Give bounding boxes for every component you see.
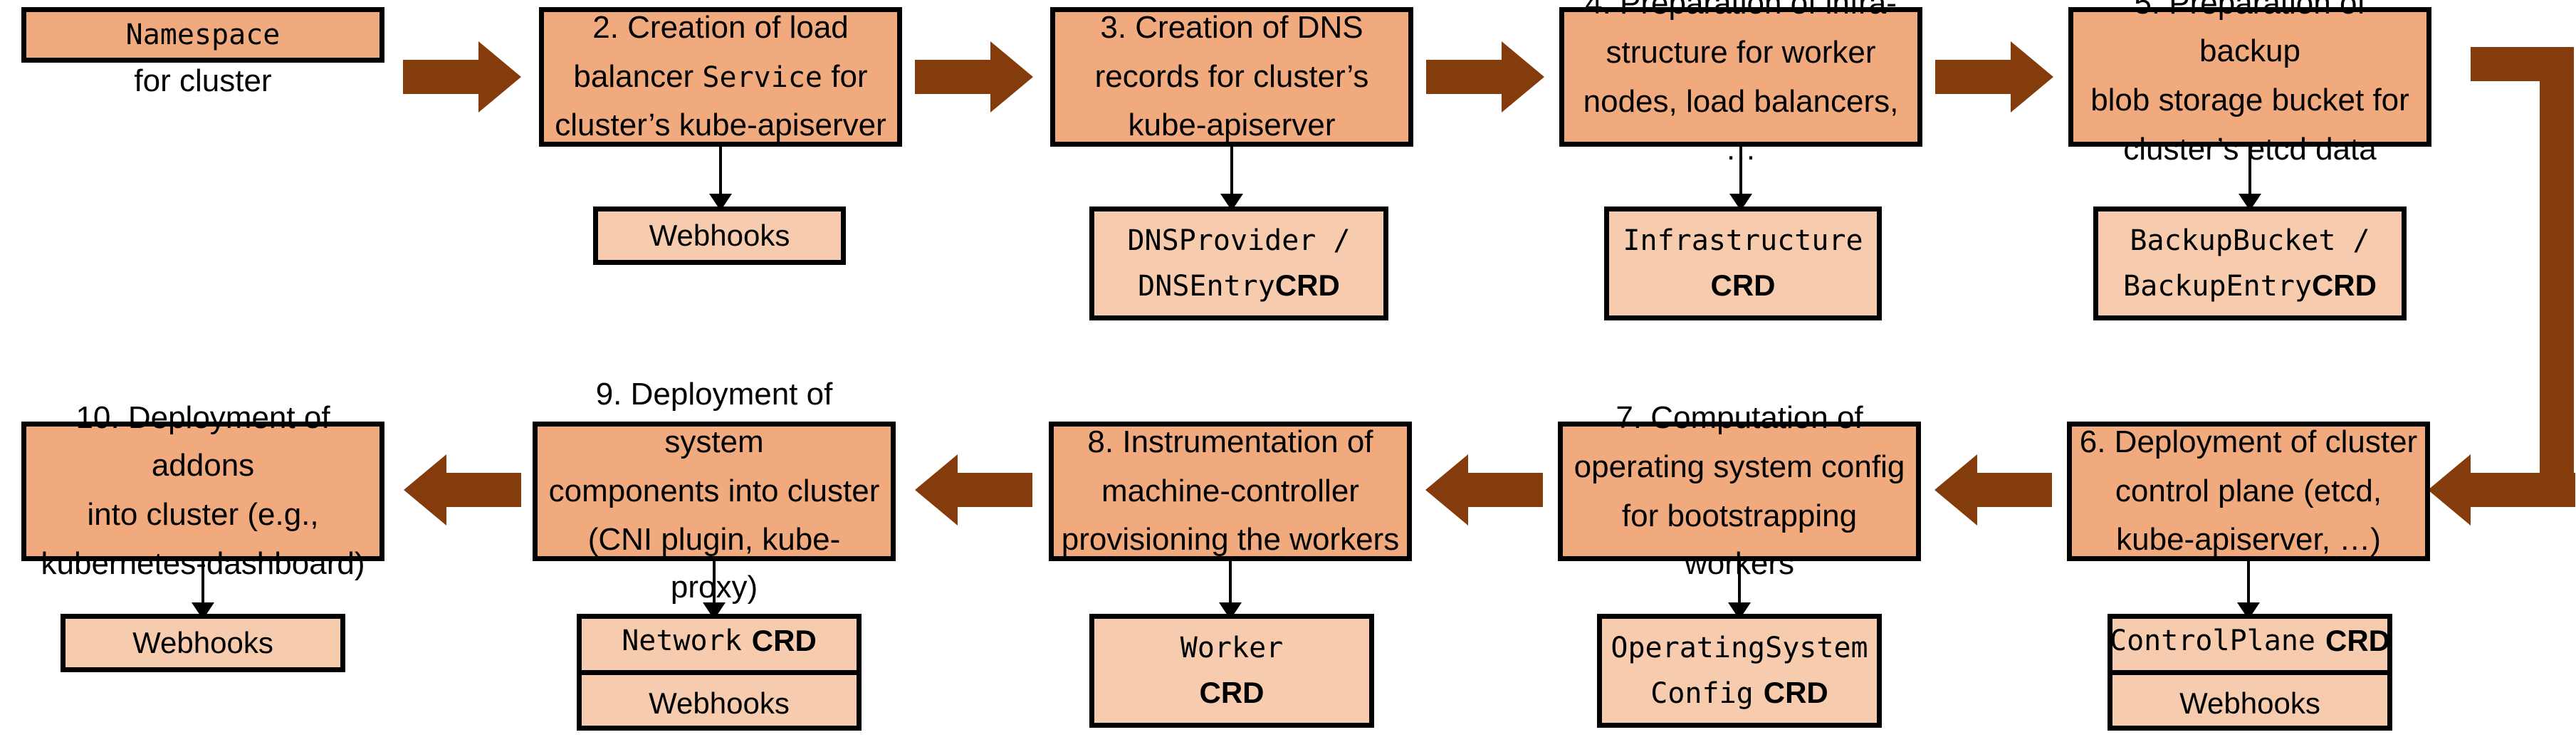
connector-step8	[1229, 561, 1232, 611]
flow-arrow-9-to-10	[404, 454, 521, 526]
connector-step4	[1739, 147, 1742, 204]
step-5-line-1: 5. Preparation of backup	[2134, 0, 2366, 69]
sub-box-step9-network[interactable]: Network CRD Webhooks	[577, 614, 862, 731]
step-2-frag-c: for	[822, 58, 868, 94]
sub-cell-infrastructure-crd: Infrastructure CRD	[1609, 211, 1877, 315]
sub-cell-step6-webhooks: Webhooks	[2112, 669, 2387, 733]
osc-crd-tag: CRD	[1763, 675, 1828, 709]
sub-cell-controlplane-crd: ControlPlane CRD	[2110, 612, 2390, 670]
step-3-line-1: 3. Creation of DNS	[1100, 9, 1363, 45]
step-box-8[interactable]: 8. Instrumentation of machine-controller…	[1049, 422, 1412, 561]
step-box-3[interactable]: 3. Creation of DNS records for cluster’s…	[1050, 7, 1413, 147]
step-4-line-1: 4. Preparation of infra-	[1585, 0, 1897, 21]
step-3-line-3: kube-apiserver	[1128, 108, 1336, 143]
osc-crd-line-2: Config CRD	[1650, 672, 1828, 715]
backup-crd-name-2: BackupEntry	[2123, 269, 2312, 303]
sub-box-step3-dns-crd[interactable]: DNSProvider / DNSEntryCRD	[1089, 207, 1388, 320]
step-6-line-1: 6. Deployment of cluster	[2079, 424, 2418, 459]
worker-crd-tag: CRD	[1199, 675, 1265, 709]
dns-crd-line-2: DNSEntryCRD	[1138, 264, 1340, 308]
step-1-line-2: Namespace	[125, 18, 281, 51]
step-9-line-1: 9. Deployment of system	[595, 376, 833, 459]
connector-step5	[2248, 147, 2251, 204]
sub-cell-network-crd: Network CRD	[582, 612, 857, 670]
worker-crd-name: Worker	[1180, 631, 1284, 664]
sub-box-step8-worker-crd[interactable]: Worker CRD	[1089, 614, 1374, 728]
osc-crd-line-1: OperatingSystem	[1611, 631, 1868, 664]
step-8-line-3: provisioning the workers	[1061, 522, 1400, 558]
network-crd-tag: CRD	[751, 623, 817, 657]
step-6-line-2: control plane (etcd,	[2115, 473, 2382, 508]
step-box-2[interactable]: 2. Creation of load balancer Service for…	[539, 7, 902, 147]
network-crd-name: Network	[622, 625, 742, 658]
backup-crd-line-2: BackupEntryCRD	[2123, 264, 2377, 308]
step-10-line-1: 10. Deployment of addons	[75, 400, 330, 484]
connector-step7	[1738, 561, 1741, 611]
step-box-10[interactable]: 10. Deployment of addons into cluster (e…	[21, 400, 384, 581]
sub-box-step7-osc-crd[interactable]: OperatingSystem Config CRD	[1597, 614, 1882, 728]
connector-step2	[719, 147, 722, 204]
step-5-line-2: blob storage bucket for	[2090, 83, 2409, 117]
dns-crd-tag: CRD	[1274, 268, 1340, 302]
flow-arrow-4-to-5	[1935, 41, 2053, 113]
sub-box-step5-backup-crd[interactable]: BackupBucket / BackupEntryCRD	[2093, 207, 2407, 320]
step-box-4[interactable]: 4. Preparation of infra- structure for w…	[1559, 0, 1922, 167]
sub-cell-osc-crd: OperatingSystem Config CRD	[1602, 619, 1877, 723]
step-4-line-3: nodes, load balancers, …	[1583, 84, 1899, 167]
sub-box-step2-webhooks[interactable]: Webhooks	[593, 207, 846, 265]
step-8-line-1: 8. Instrumentation of	[1087, 424, 1373, 459]
dns-crd-name-2: DNSEntry	[1138, 269, 1275, 303]
sub-cell-step10-webhooks: Webhooks	[132, 625, 273, 659]
flow-arrow-3-to-4	[1426, 41, 1544, 113]
step-2-line-2: balancer Service for	[555, 53, 886, 101]
step-1-line-1: 1. Creation of	[109, 0, 297, 12]
connector-step10	[201, 561, 204, 611]
step-2-line-3: cluster’s kube-apiserver	[555, 108, 886, 143]
step-9-line-2: components into cluster	[548, 473, 880, 508]
flow-arrow-2-to-3	[915, 41, 1033, 113]
wrap-connector-down-segment	[2540, 47, 2574, 488]
step-6-line-3: kube-apiserver, …)	[2116, 522, 2381, 558]
step-2-frag-service: Service	[702, 61, 822, 94]
sub-cell-backup-crd: BackupBucket / BackupEntryCRD	[2098, 211, 2402, 315]
step-box-1[interactable]: 1. Creation of Namespace for cluster	[21, 0, 384, 98]
flow-arrow-7-to-8	[1425, 454, 1543, 526]
dns-crd-line-1: DNSProvider /	[1127, 224, 1351, 257]
backup-crd-line-1: BackupBucket /	[2130, 224, 2370, 257]
step-1-line-3: for cluster	[134, 63, 272, 99]
step-4-line-2: structure for worker	[1606, 35, 1876, 70]
sub-cell-step9-webhooks: Webhooks	[582, 669, 857, 733]
flow-arrow-1-to-2	[403, 41, 521, 113]
connector-step3	[1230, 147, 1233, 204]
connector-step9	[713, 561, 716, 611]
step-2-frag-a: balancer	[573, 58, 703, 94]
sub-cell-worker-crd: Worker CRD	[1094, 619, 1369, 723]
step-box-9[interactable]: 9. Deployment of system components into …	[533, 377, 896, 605]
flow-arrow-6-to-7	[1934, 454, 2052, 526]
sub-box-step10-webhooks[interactable]: Webhooks	[61, 614, 345, 672]
sub-box-step6-controlplane[interactable]: ControlPlane CRD Webhooks	[2108, 614, 2392, 731]
controlplane-crd-name: ControlPlane	[2110, 625, 2315, 658]
step-box-5[interactable]: 5. Preparation of backup blob storage bu…	[2068, 0, 2431, 167]
wrap-connector-arrowhead	[2428, 454, 2575, 526]
connector-step6	[2247, 561, 2250, 611]
sub-cell-webhooks: Webhooks	[649, 218, 790, 252]
step-box-6[interactable]: 6. Deployment of cluster control plane (…	[2067, 422, 2430, 561]
step-2-line-1: 2. Creation of load	[592, 9, 849, 45]
backup-crd-tag: CRD	[2311, 268, 2377, 302]
flow-arrow-8-to-9	[915, 454, 1032, 526]
sub-box-step4-infrastructure-crd[interactable]: Infrastructure CRD	[1604, 207, 1882, 320]
step-7-line-2: operating system config	[1574, 449, 1905, 485]
infrastructure-crd-tag: CRD	[1710, 268, 1776, 302]
sub-cell-dns-crd: DNSProvider / DNSEntryCRD	[1094, 211, 1383, 315]
step-8-line-2: machine-controller	[1101, 473, 1359, 508]
controlplane-crd-tag: CRD	[2325, 623, 2390, 657]
step-7-line-1: 7. Computation of	[1616, 400, 1863, 436]
step-10-line-2: into cluster (e.g.,	[87, 497, 319, 532]
step-3-line-2: records for cluster’s	[1094, 58, 1369, 94]
infrastructure-crd-name: Infrastructure	[1623, 224, 1863, 257]
osc-crd-name-2: Config	[1650, 676, 1754, 710]
step-box-7[interactable]: 7. Computation of operating system confi…	[1558, 400, 1921, 581]
